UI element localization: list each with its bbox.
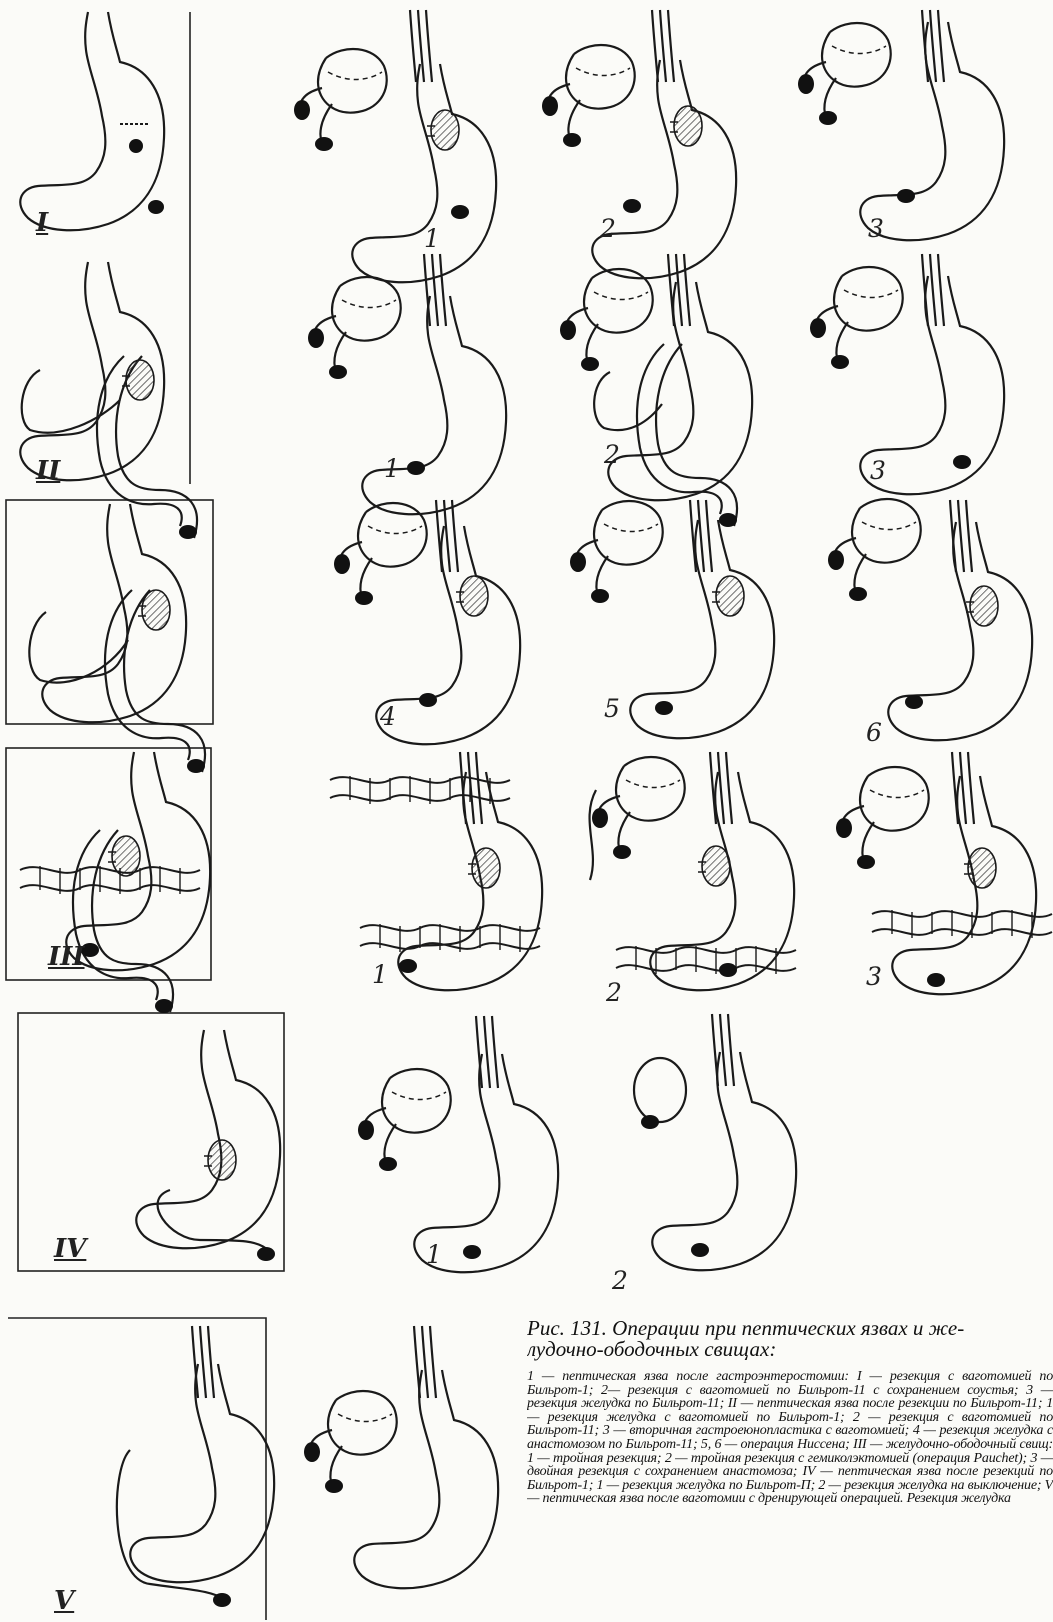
caption-title-continuation: лудочно-ободочных свищах:: [527, 1339, 1053, 1360]
row-4-variant-2: [590, 752, 796, 990]
row-6-variant-1: [304, 1326, 498, 1588]
row-label-II: II: [36, 456, 60, 486]
variant-label: 2: [600, 214, 616, 243]
row-5-variant-1: [358, 1016, 558, 1272]
row-label-V: V: [54, 1586, 74, 1616]
row-1-variant-1: [294, 10, 496, 282]
row-2-variant-2: [560, 254, 752, 527]
variant-label: 3: [866, 962, 882, 991]
variant-label: 4: [380, 702, 396, 731]
row-4-variant-3: [836, 752, 1052, 994]
row-4-label-drawing: [20, 752, 210, 1013]
row-3-label-drawing: [29, 504, 205, 773]
variant-label: 1: [424, 224, 440, 253]
row-1-variant-2: [542, 10, 736, 278]
variant-label: 1: [372, 960, 388, 989]
variant-label: 2: [612, 1266, 628, 1295]
row-4-variant-1: [330, 752, 542, 990]
caption-title: Рис. 131. Операции при пептических язвах…: [527, 1318, 1053, 1339]
row-2-label-drawing: [20, 262, 197, 539]
figure-caption: Рис. 131. Операции при пептических язвах…: [527, 1318, 1053, 1622]
row-3-variant-5: [570, 500, 774, 738]
variant-label: 6: [866, 718, 882, 747]
row-1-label-drawing: [20, 12, 164, 230]
row-3-variant-4: [334, 500, 520, 744]
row-6-label-drawing: [117, 1326, 274, 1607]
row-1-variant-3: [798, 10, 1004, 240]
row-2-variant-3: [810, 254, 1004, 494]
row-5-label-drawing: [136, 1030, 280, 1261]
variant-label: 2: [604, 440, 620, 469]
variant-label: 5: [604, 694, 620, 723]
row-label-IV: IV: [54, 1234, 86, 1264]
row-5-variant-2: [634, 1014, 796, 1270]
row-label-III: III: [48, 942, 85, 972]
variant-label: 3: [868, 214, 884, 243]
row-label-I: I: [36, 208, 48, 238]
variant-label: 1: [384, 454, 400, 483]
variant-label: 2: [606, 978, 622, 1007]
caption-body: 1 — пептическая язва после гастроэнтерос…: [527, 1370, 1053, 1506]
variant-label: 3: [870, 456, 886, 485]
variant-label: 1: [426, 1240, 442, 1269]
row-3-variant-6: [828, 499, 1032, 740]
row-2-variant-1: [308, 254, 506, 514]
